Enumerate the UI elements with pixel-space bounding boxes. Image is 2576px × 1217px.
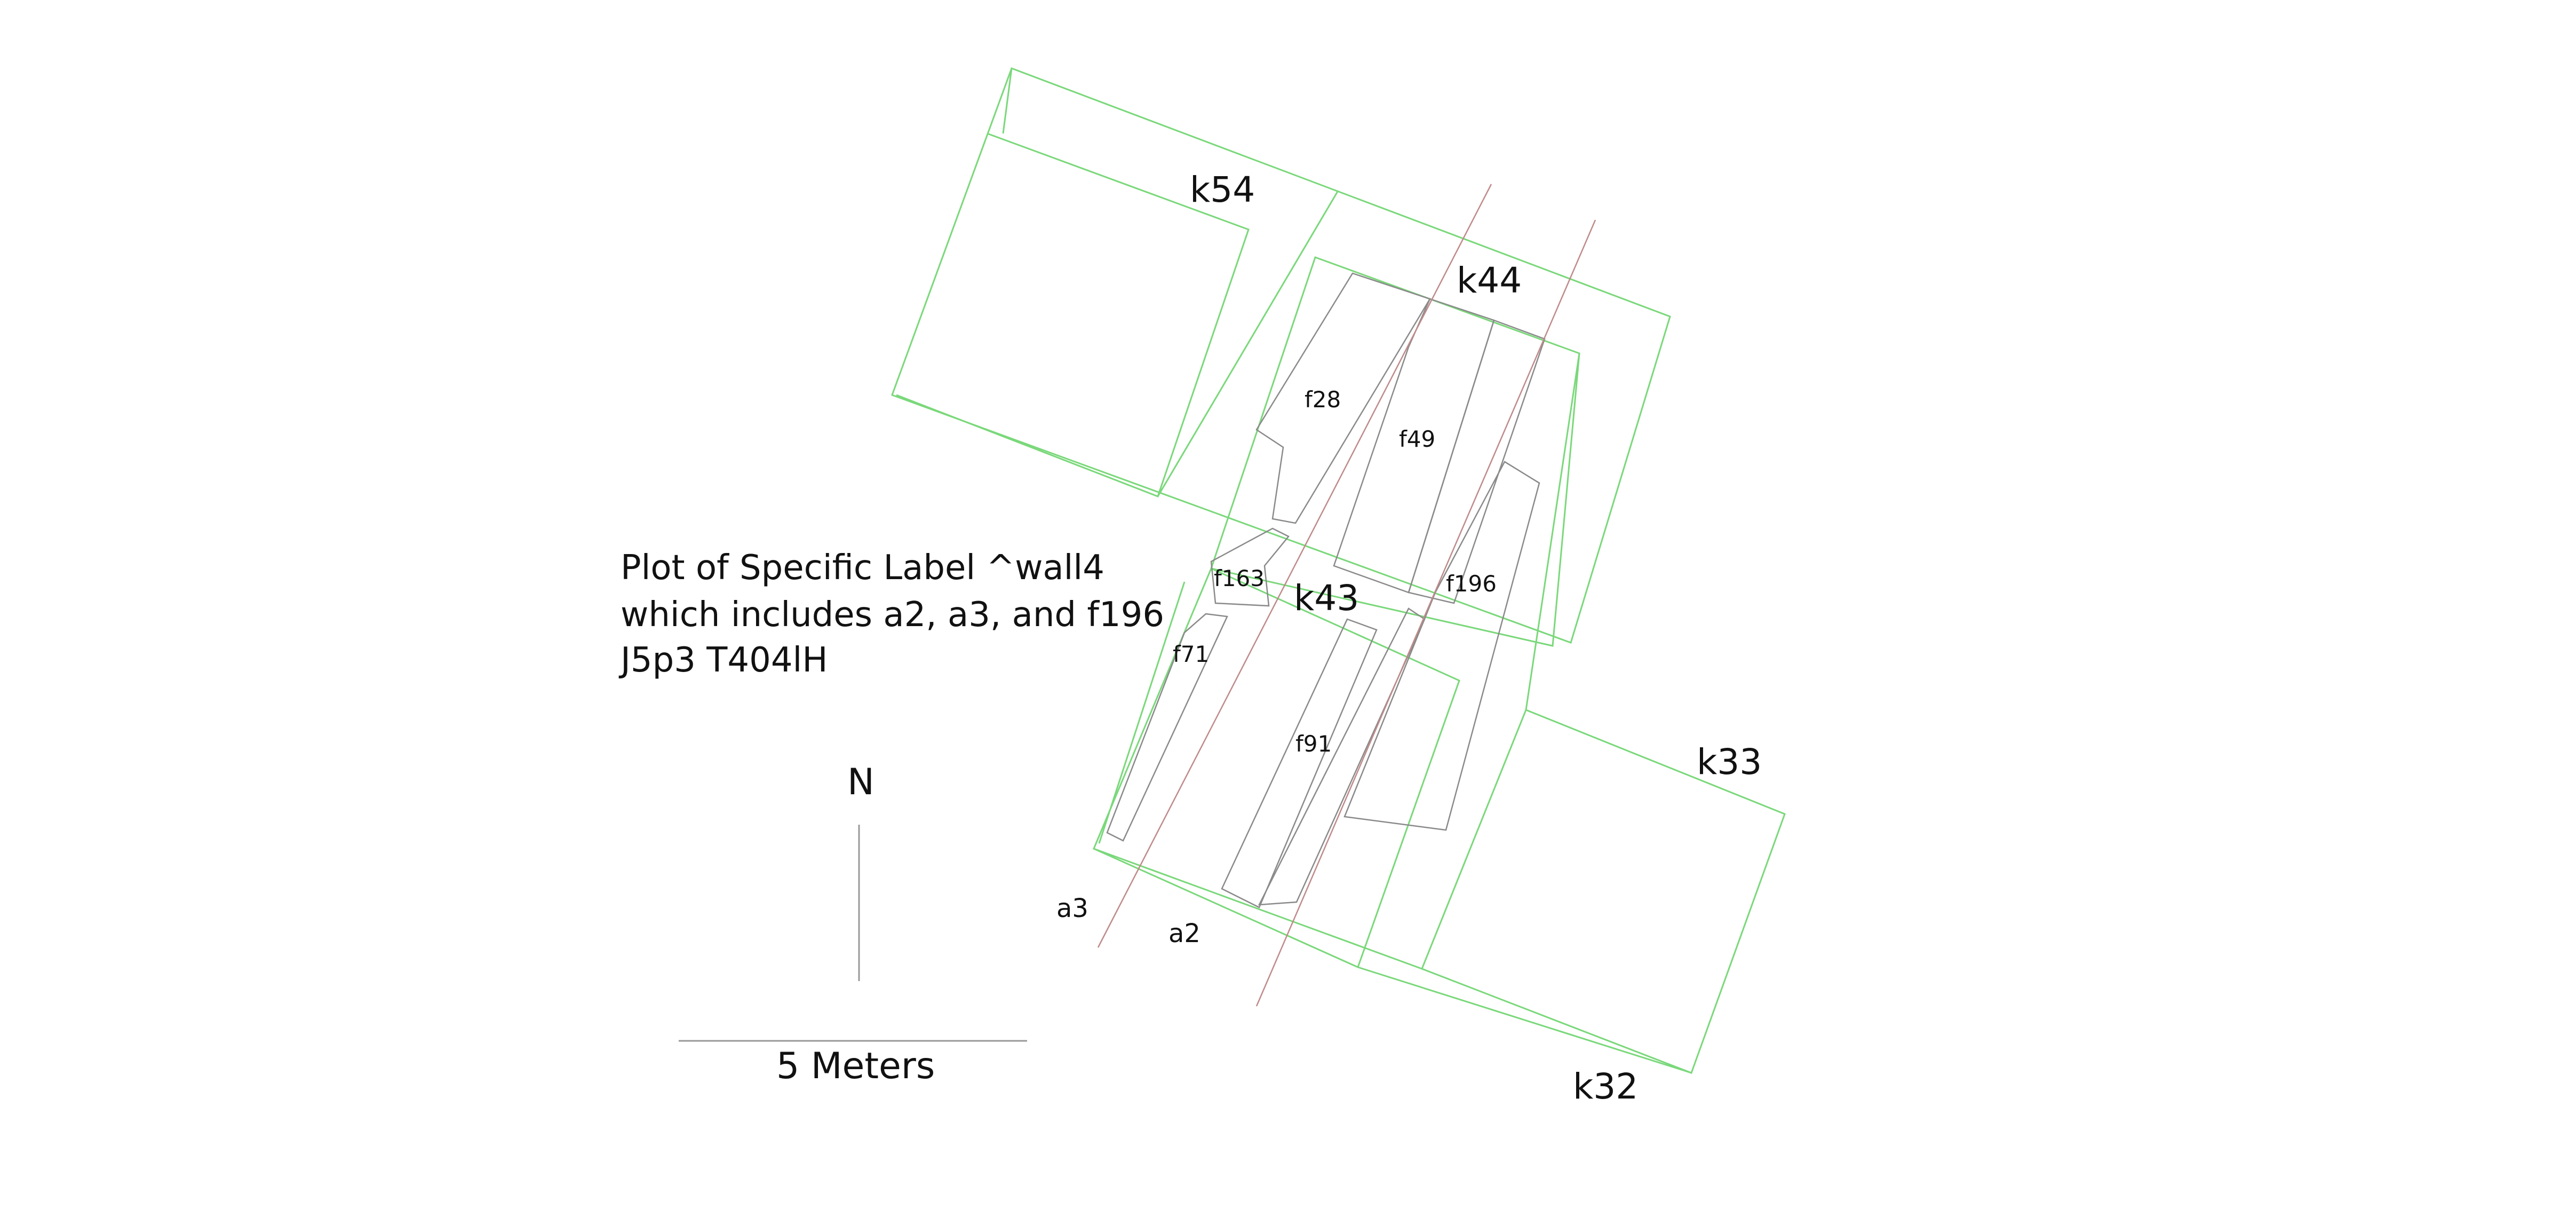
- title-line-2: which includes a2, a3, and f196: [621, 595, 1164, 635]
- unit-label-k33: k33: [1697, 741, 1762, 783]
- feature-f71-outline: [1106, 613, 1228, 842]
- scale-bar: 5 Meters: [679, 1040, 1027, 1087]
- unit-k54-inner-outline: [896, 132, 1250, 497]
- north-label: N: [847, 761, 874, 803]
- unit-divider-k44-k43: [1525, 353, 1580, 710]
- feature-f28-outline: [1255, 272, 1431, 524]
- feature-f163-outline: [1210, 527, 1290, 607]
- feature-label-f163: f163: [1214, 565, 1265, 591]
- plot-title: Plot of Specific Label ^wall4 which incl…: [618, 548, 1164, 680]
- north-arrow: N: [847, 761, 874, 981]
- title-line-1: Plot of Specific Label ^wall4: [621, 548, 1104, 588]
- unit-divider-top: [1002, 68, 1013, 134]
- feature-label-f28: f28: [1305, 386, 1341, 413]
- feature-labels: f28 f49 f163 f71 f91 f196: [1173, 386, 1497, 757]
- scale-label: 5 Meters: [776, 1045, 935, 1087]
- line-a3: [1097, 184, 1492, 948]
- unit-k44-outline: [1210, 256, 1580, 647]
- unit-divider-k43-west: [1098, 581, 1186, 844]
- unit-label-k32: k32: [1573, 1066, 1638, 1107]
- unit-label-k44: k44: [1457, 260, 1522, 301]
- feature-f196-east-outline: [1343, 461, 1540, 831]
- feature-f196-outline: [1408, 319, 1546, 604]
- line-label-a3: a3: [1056, 894, 1088, 923]
- feature-f91-east-outline: [1258, 607, 1426, 906]
- feature-label-f49: f49: [1399, 426, 1435, 452]
- feature-label-f71: f71: [1173, 641, 1209, 667]
- line-label-a2: a2: [1168, 919, 1200, 949]
- unit-label-k54: k54: [1190, 169, 1255, 210]
- title-line-3: J5p3 T404lH: [618, 641, 828, 680]
- line-a2: [1255, 219, 1596, 1007]
- unit-label-k43: k43: [1294, 578, 1359, 619]
- feature-label-f91: f91: [1295, 731, 1332, 757]
- unit-k54-outline: [891, 67, 1671, 644]
- feature-f91-outline: [1221, 618, 1378, 908]
- unit-divider-k54-k44: [1157, 190, 1339, 497]
- unit-labels: k54 k44 k43 k33 k32: [1190, 169, 1762, 1107]
- feature-label-f196: f196: [1446, 571, 1497, 597]
- unit-k32-outline: [1357, 966, 1692, 1074]
- unit-divider-k43-south: [1093, 848, 1422, 970]
- reference-line-labels: a3 a2: [1056, 894, 1200, 949]
- unit-outlines: [891, 67, 1786, 1074]
- reference-lines: [1097, 184, 1596, 1007]
